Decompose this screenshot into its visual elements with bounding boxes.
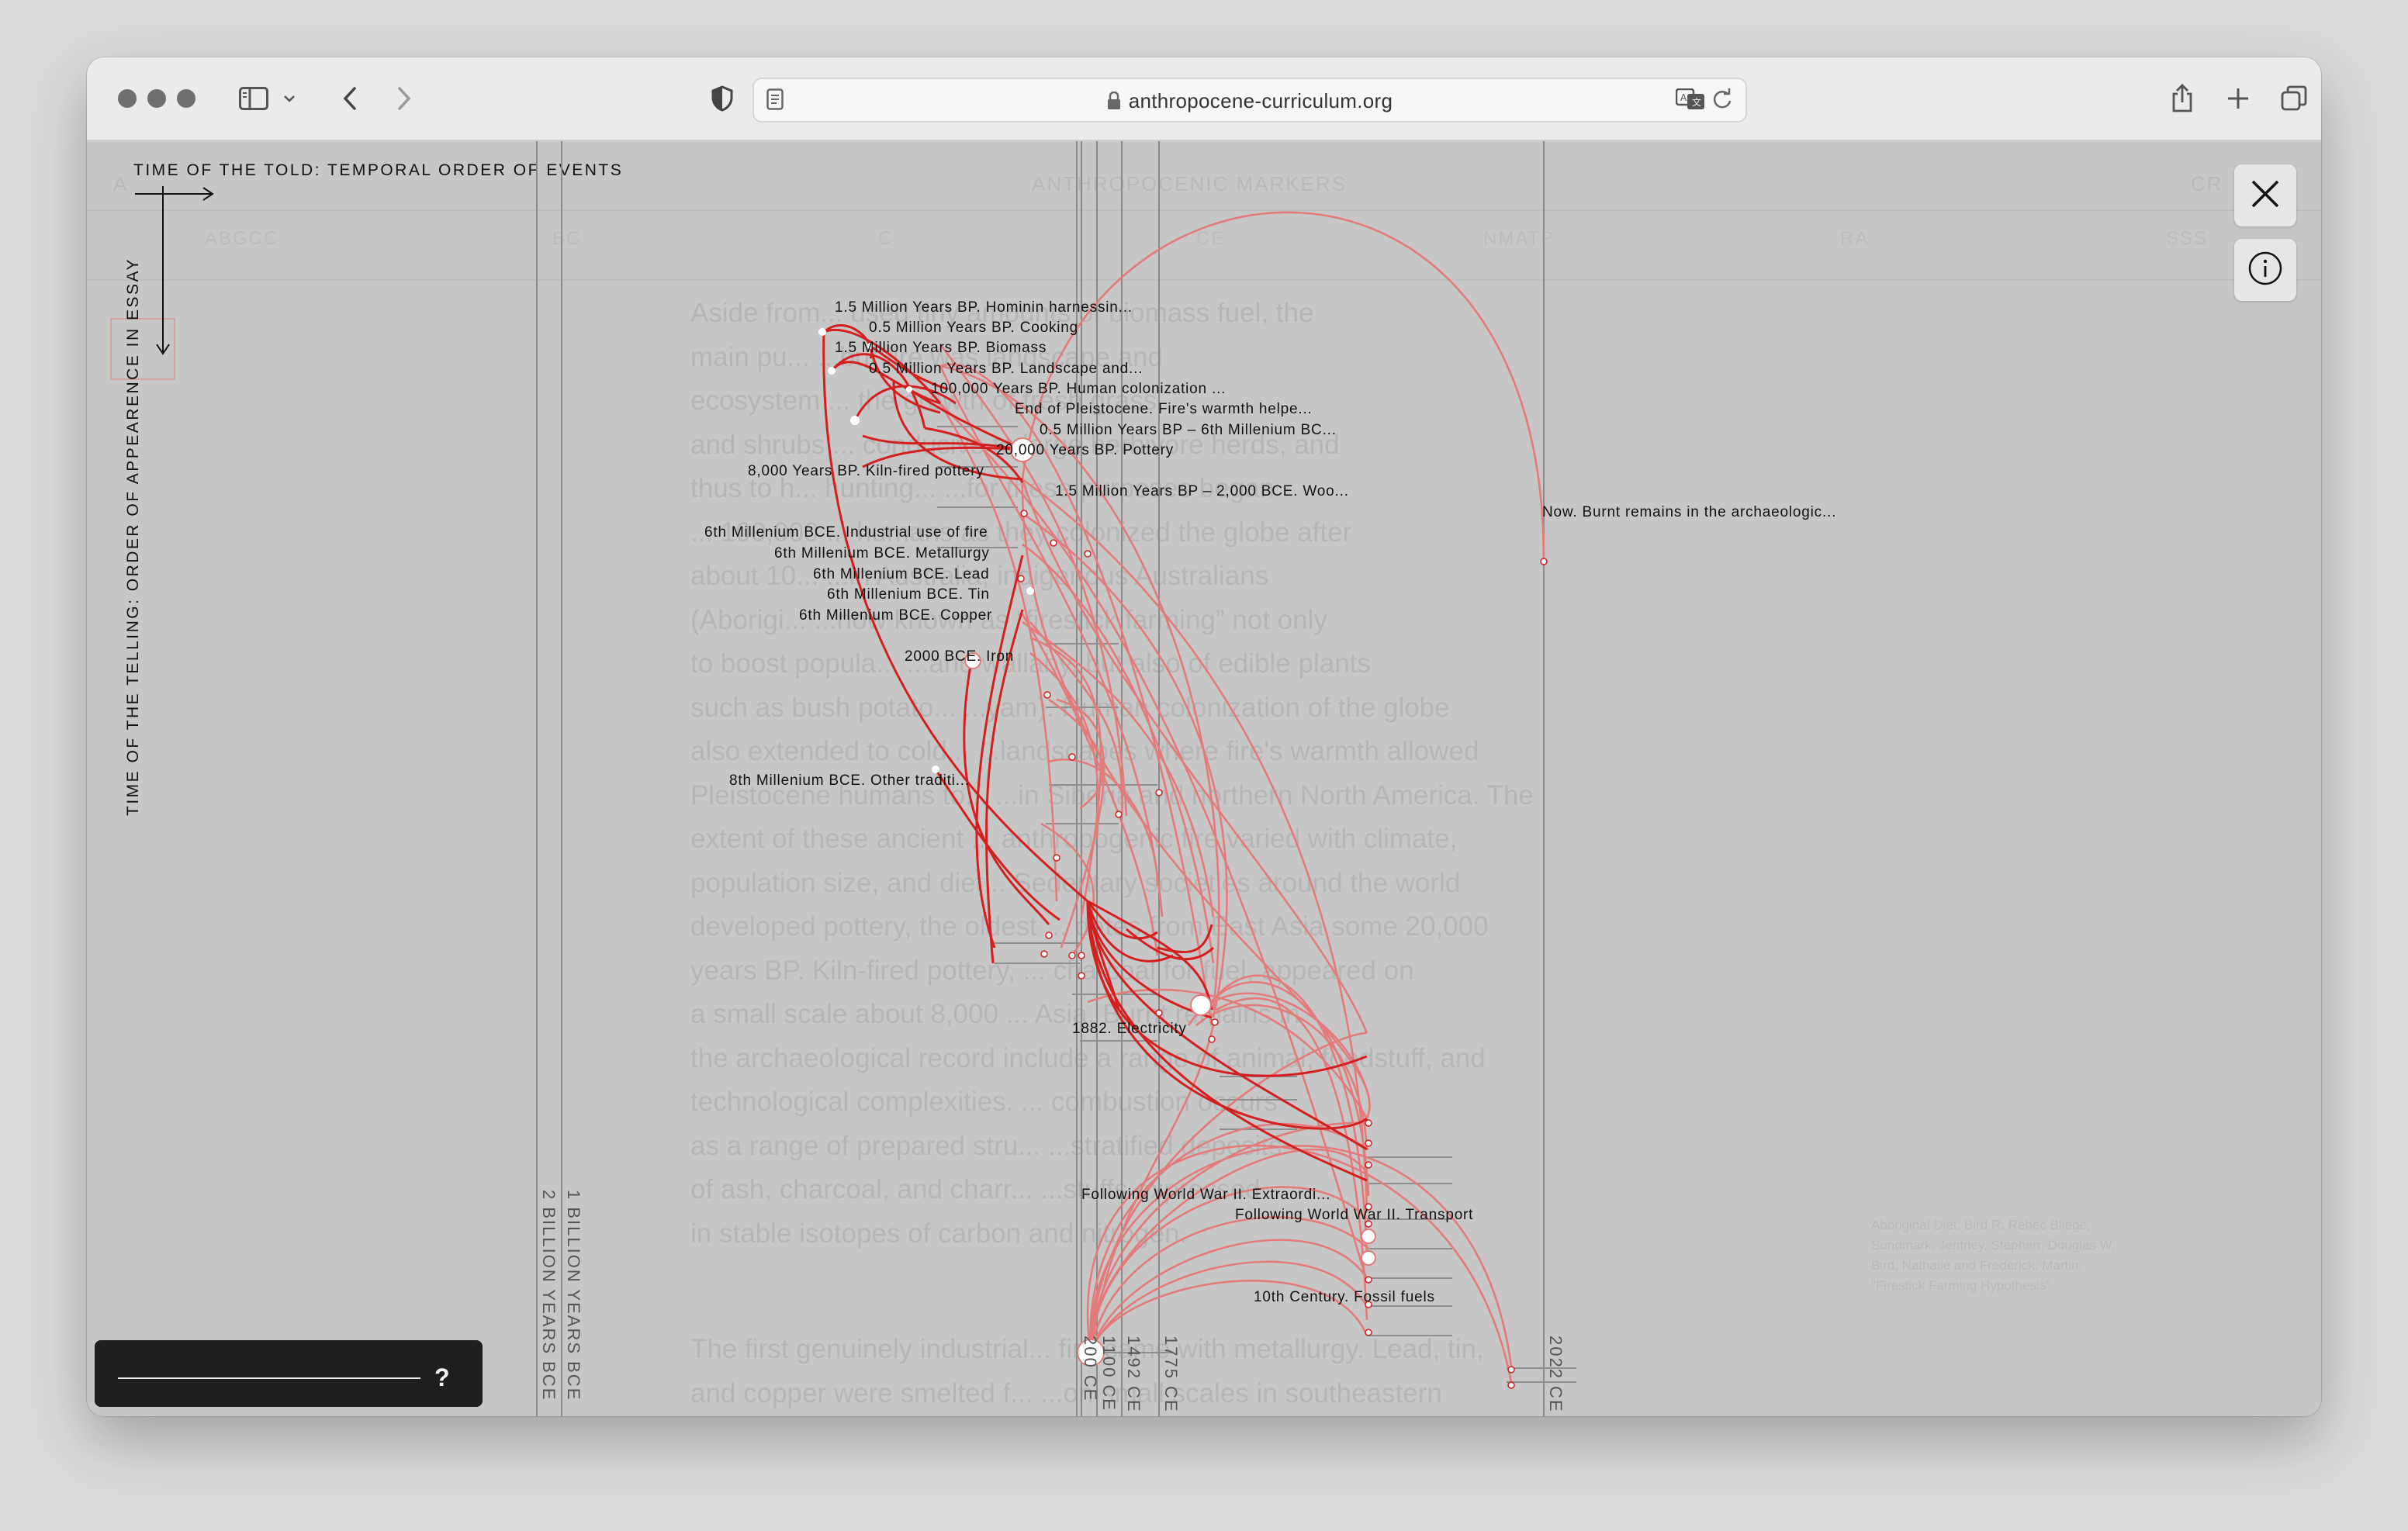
event-label[interactable]: 100,000 Years BP. Human colonization ... (931, 381, 1226, 397)
event-label[interactable]: 20,000 Years BP. Pottery (996, 442, 1175, 458)
bg-footnote: Aboriginal Diet, Bird R. Rebec Bliege, S… (1871, 1218, 2116, 1293)
event-label[interactable]: 0.5 Million Years BP. Landscape and... (869, 361, 1143, 377)
bg-paragraph-line: of ash, charcoal, and charr... ...stuffs… (690, 1174, 1261, 1204)
time-marker-label: 1 BILLION YEARS BCE (564, 1190, 583, 1401)
bg-column: C (878, 228, 894, 249)
bg-column: BC (552, 228, 582, 249)
url-text[interactable]: anthropocene-curriculum.org (754, 89, 1745, 116)
bg-column: RA (1840, 228, 1870, 249)
bg-marker-box (110, 318, 175, 380)
bg-column: ABGCC (205, 228, 279, 249)
legend-line (118, 1377, 420, 1379)
event-label[interactable]: 1.5 Million Years BP – 2,000 BCE. Woo... (1055, 483, 1349, 499)
timeline-visualization (135, 141, 1576, 1416)
page-content: A ANTHROPOCENIC MARKERS CR ABGCC BC C CE… (87, 141, 2321, 1416)
event-label[interactable]: 2000 BCE. Iron (905, 648, 1015, 665)
bg-paragraph-line: about 10... ...in Australia, indigenous … (690, 561, 1269, 591)
event-label[interactable]: Following World War II. Extraordi... (1081, 1187, 1331, 1203)
bg-header-right: CR (2191, 172, 2223, 195)
zoom-window-button[interactable] (177, 89, 195, 108)
time-marker-label: 1492 CE (1124, 1336, 1143, 1413)
small-nodes (1017, 510, 1548, 1389)
info-icon (2247, 250, 2284, 291)
bg-paragraph-line: technological complexities. ... combusti… (690, 1087, 1278, 1117)
back-icon[interactable] (330, 79, 369, 118)
forward-icon[interactable] (385, 79, 424, 118)
event-label[interactable]: Following World War II. Transport (1235, 1207, 1474, 1223)
reload-icon[interactable] (1711, 88, 1733, 114)
event-label[interactable]: 6th Millenium BCE. Metallurgy (774, 545, 990, 562)
bg-divider-top (87, 209, 2321, 211)
close-window-button[interactable] (118, 89, 137, 108)
bg-paragraph-1: Aside from... used tiny amounts of bioma… (690, 292, 1738, 1256)
svg-text:A: A (1680, 92, 1687, 103)
minimize-window-button[interactable] (147, 89, 166, 108)
lock-icon (1107, 91, 1121, 116)
time-marker-label: 2 BILLION YEARS BCE (539, 1190, 559, 1401)
event-label[interactable]: 6th Millenium BCE. Copper (799, 607, 993, 624)
bg-divider-bottom (87, 279, 2321, 281)
light-arcs (939, 211, 1545, 1383)
event-label[interactable]: 6th Millenium BCE. Lead (813, 566, 990, 582)
bg-header-center: ANTHROPOCENIC MARKERS (1032, 172, 1348, 195)
bg-column: CE (1196, 228, 1226, 249)
shield-icon[interactable] (703, 79, 742, 118)
event-label[interactable]: 8th Millenium BCE. Other traditi... (729, 772, 970, 789)
help-button[interactable]: ? (434, 1363, 450, 1391)
event-label[interactable]: 1.5 Million Years BP. Hominin harnessin.… (835, 299, 1133, 316)
mention-ticks (937, 426, 1576, 1383)
reader-icon[interactable] (766, 88, 784, 114)
event-label[interactable]: End of Pleistocene. Fire's warmth helpe.… (1015, 401, 1313, 417)
sidebar-icon[interactable] (234, 79, 273, 118)
event-label[interactable]: Now. Burnt remains in the archaeologic..… (1542, 504, 1837, 520)
time-marker-label: 2022 CE (1546, 1336, 1566, 1413)
bg-paragraph-2: The first genuinely industrial... fire c… (690, 1328, 1738, 1415)
time-marker-label: 1775 CE (1161, 1336, 1181, 1413)
info-button[interactable] (2234, 239, 2296, 301)
event-label[interactable]: 1882. Electricity (1072, 1021, 1187, 1037)
bg-paragraph-line: thus to h... hunting... ...for these pur… (690, 473, 1275, 503)
bg-paragraph-line: years BP. Kiln-fired pottery, ... charco… (690, 955, 1414, 986)
strong-arcs (822, 324, 1368, 1182)
event-label[interactable]: 0.5 Million Years BP. Cooking (869, 320, 1079, 336)
close-button[interactable] (2234, 164, 2296, 226)
share-icon[interactable] (2163, 79, 2202, 118)
time-marker-label: 1100 CE (1099, 1336, 1119, 1412)
event-label[interactable]: 1.5 Million Years BP. Biomass (835, 340, 1047, 356)
bg-paragraph-line: and copper were smelted f... ...on small… (690, 1377, 1442, 1408)
bg-column: SSS (2166, 228, 2209, 249)
event-label[interactable]: 6th Millenium BCE. Industrial use of fir… (704, 524, 988, 541)
bg-paragraph-line: ecosystem ... the growth of fresh grass (690, 385, 1157, 416)
horizontal-axis-title: TIME OF THE TOLD: TEMPORAL ORDER OF EVEN… (133, 161, 624, 179)
plus-icon[interactable] (2219, 79, 2258, 118)
glow-nodes (818, 328, 1034, 773)
event-label[interactable]: 8,000 Years BP. Kiln-fired pottery (748, 463, 984, 479)
close-icon (2250, 178, 2281, 213)
axis-arrows (135, 186, 214, 355)
bg-paragraph-line: population size, and diet... Sedentary s… (690, 867, 1461, 898)
legend-bar[interactable]: ? (95, 1340, 483, 1407)
bg-paragraph-line: also extended to cold... ...landscapes w… (690, 736, 1479, 766)
bg-header-left: A (113, 172, 129, 195)
event-label[interactable]: 0.5 Million Years BP – 6th Millenium BC.… (1040, 422, 1337, 438)
bg-column: NMATP (1483, 228, 1555, 249)
time-marker-label: 200 CE (1081, 1336, 1100, 1402)
bg-paragraph-line: main pu... ...but fire was landscape and (690, 341, 1163, 372)
chevron-down-icon[interactable] (278, 79, 301, 118)
event-label[interactable]: 6th Millenium BCE. Tin (827, 586, 990, 603)
major-nodes (964, 437, 1376, 1367)
event-label[interactable]: 10th Century. Fossil fuels (1254, 1289, 1435, 1305)
bg-paragraph-line: Aside from... used tiny amounts of bioma… (690, 298, 1314, 328)
svg-text:文: 文 (1692, 96, 1701, 108)
tabs-icon[interactable] (2275, 79, 2313, 118)
bg-paragraph-line: ... 100,000 ... humans as they colonized… (690, 517, 1352, 548)
